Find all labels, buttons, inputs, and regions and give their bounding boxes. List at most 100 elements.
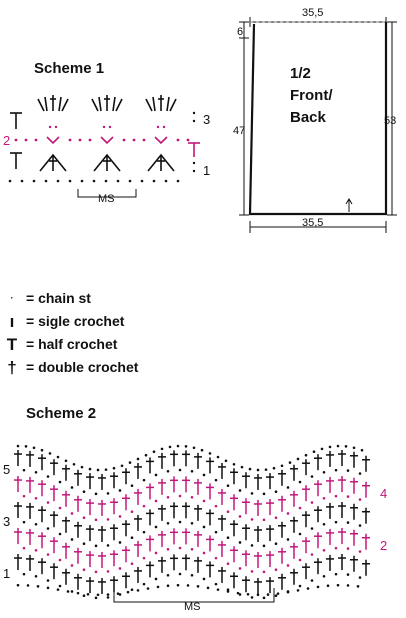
scheme1-row-label-2: 2 xyxy=(3,133,10,148)
chain-mark xyxy=(66,590,70,593)
schematic-right-height: 53 xyxy=(384,115,396,127)
legend-label: = chain st xyxy=(26,290,91,306)
schematic-piece-label-line2: Front/ xyxy=(290,87,333,104)
chain-mark xyxy=(156,585,160,589)
chain-mark xyxy=(226,510,230,514)
chain-mark xyxy=(70,564,74,567)
chain-mark xyxy=(238,567,242,570)
chain-mark xyxy=(82,516,86,520)
chain-mark xyxy=(94,544,98,548)
chain-mark xyxy=(190,496,194,499)
single-crochet-icon: ı xyxy=(9,311,15,331)
chain-mark xyxy=(152,450,156,454)
chain-mark xyxy=(214,556,218,560)
legend-item-single-crochet: ı = sigle crochet xyxy=(4,310,125,332)
chain-mark xyxy=(176,444,180,448)
scheme1-ms-label: MS xyxy=(98,193,115,205)
chain-mark xyxy=(146,587,150,590)
chain-mark xyxy=(118,567,122,570)
chain-mark xyxy=(328,445,332,449)
chain-mark xyxy=(166,584,170,588)
chain-mark xyxy=(360,448,364,452)
chain-mark xyxy=(46,579,50,582)
chain-mark xyxy=(178,520,182,524)
chain-mark xyxy=(296,457,300,461)
chain-mark xyxy=(168,445,172,449)
chain-mark xyxy=(202,525,206,529)
chain-mark xyxy=(80,465,84,469)
chain-mark xyxy=(178,494,182,498)
chain-mark xyxy=(106,596,110,599)
chain-mark xyxy=(346,547,350,550)
chain-mark xyxy=(358,524,362,527)
chain-mark xyxy=(154,525,158,529)
chain-mark xyxy=(120,464,124,468)
chain-mark xyxy=(22,546,26,550)
chain-mark xyxy=(322,522,326,526)
chain-mark xyxy=(264,468,268,471)
chain-mark xyxy=(200,448,204,452)
chain-mark xyxy=(304,453,308,457)
chain-mark xyxy=(312,450,316,454)
chain-mark xyxy=(16,444,20,448)
chain-mark xyxy=(250,596,254,599)
chain-mark xyxy=(22,520,26,524)
chain-mark xyxy=(276,592,280,595)
chain-mark xyxy=(22,468,26,472)
chain-mark xyxy=(154,551,158,555)
chain-mark xyxy=(166,574,170,577)
scheme1-row-label-3: 3 xyxy=(203,112,210,127)
chain-mark xyxy=(358,550,362,553)
chain-mark xyxy=(334,520,338,524)
chain-mark xyxy=(310,475,314,478)
chain-mark xyxy=(352,446,356,450)
chain-mark xyxy=(96,593,100,597)
chain-mark xyxy=(82,568,86,572)
chain-mark xyxy=(46,527,50,530)
chain-mark xyxy=(344,445,348,448)
chain-mark xyxy=(142,556,146,560)
chain-mark xyxy=(322,496,326,500)
chain-mark xyxy=(310,579,314,582)
chain-mark xyxy=(166,496,170,499)
chain-mark xyxy=(142,504,146,508)
chain-mark xyxy=(178,546,182,550)
chain-mark xyxy=(34,470,38,474)
chain-mark xyxy=(286,538,290,541)
chain-mark xyxy=(356,585,360,588)
chain-mark xyxy=(88,467,92,471)
chain-mark xyxy=(316,585,320,589)
chain-mark xyxy=(112,466,116,470)
chain-mark xyxy=(176,583,180,587)
legend-label: = double crochet xyxy=(26,359,139,375)
chain-mark xyxy=(130,588,134,592)
chain-mark xyxy=(238,593,242,596)
chain-mark xyxy=(280,464,284,468)
chain-mark xyxy=(298,506,302,510)
chain-mark xyxy=(34,574,38,578)
chain-mark xyxy=(130,562,134,566)
scheme1-diagram: MS 3 2 1 xyxy=(3,95,210,205)
chain-mark xyxy=(226,484,230,488)
chain-mark xyxy=(238,541,242,544)
chain-mark xyxy=(190,522,194,525)
chain-mark xyxy=(346,584,350,587)
chain-mark xyxy=(274,542,278,546)
chain-mark xyxy=(226,562,230,566)
scheme1-title: Scheme 1 xyxy=(34,60,105,77)
chain-mark xyxy=(272,466,276,470)
chain-mark xyxy=(70,512,74,515)
chain-mark xyxy=(82,542,86,546)
legend-item-chain: · = chain st xyxy=(4,287,91,309)
chain-mark xyxy=(32,446,36,450)
chain-mark xyxy=(322,574,326,578)
chain-mark xyxy=(310,553,314,556)
scheme2-row-label-5: 5 xyxy=(3,462,10,477)
chain-mark xyxy=(106,570,110,573)
scheme2-ms-label: MS xyxy=(184,601,201,613)
schematic-piece-label-line1: 1/2 xyxy=(290,65,311,82)
chain-mark xyxy=(130,510,134,514)
chain-mark xyxy=(250,570,254,573)
chain-mark xyxy=(226,536,230,540)
chain-mark xyxy=(160,447,164,451)
